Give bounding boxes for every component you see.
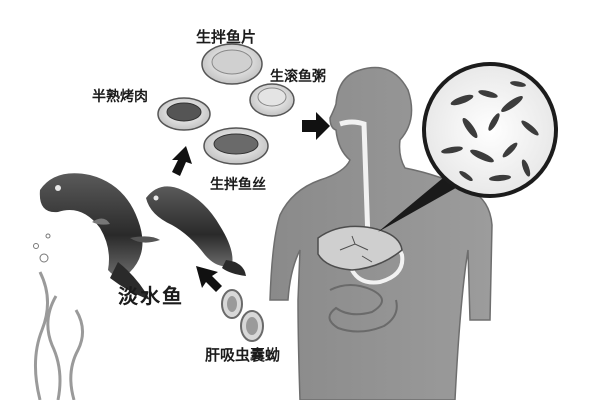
dish-raw-fish-slices-food xyxy=(211,49,253,75)
fish-eye xyxy=(153,195,159,201)
water-plant xyxy=(33,271,49,400)
arrows xyxy=(172,112,330,292)
fluke-worm xyxy=(441,146,463,154)
fish-tail xyxy=(110,262,150,300)
fluke-worm xyxy=(521,120,539,136)
water-plant xyxy=(69,309,84,400)
label-raw-fish-shreds: 生拌鱼丝 xyxy=(210,177,266,193)
label-freshwater-fish: 淡水鱼 xyxy=(118,284,184,308)
fish-tail xyxy=(222,260,246,276)
fish-fin xyxy=(130,236,160,243)
cyst xyxy=(246,317,258,335)
intestines xyxy=(328,284,398,333)
label-raw-fish-porridge: 生滚鱼粥 xyxy=(270,69,326,85)
bubble xyxy=(33,243,39,249)
fluke-worm xyxy=(488,113,500,131)
label-half-cooked-grilled-meat: 半熟烤肉 xyxy=(92,89,148,105)
snakehead-fish-center xyxy=(130,186,246,276)
arrow-fish-to-dishes xyxy=(172,146,192,176)
dish-grilled-meat-food xyxy=(166,102,202,122)
liver-fluke-worms xyxy=(441,81,539,182)
fluke-worm xyxy=(450,94,474,106)
arrow-to-mouth xyxy=(302,112,330,140)
bubble xyxy=(45,233,51,239)
fish-eye xyxy=(55,185,61,191)
bubble xyxy=(39,253,49,263)
fluke-worm xyxy=(478,90,498,98)
fluke-worm xyxy=(501,96,523,112)
snakehead-fish-left xyxy=(39,173,150,300)
fish-body xyxy=(146,186,233,267)
bubbles xyxy=(33,233,51,263)
dish-shreds-food xyxy=(213,133,259,155)
cysts xyxy=(221,289,264,342)
fluke-worm xyxy=(489,174,511,182)
liver xyxy=(317,225,403,271)
fish-fin xyxy=(92,218,110,225)
bile-ducts xyxy=(339,235,373,263)
water-plants xyxy=(33,271,84,400)
magnifier-pointer xyxy=(378,168,470,232)
fluke-worm xyxy=(470,149,494,163)
cyst xyxy=(227,296,237,312)
fish-body xyxy=(39,173,143,277)
fluke-worm xyxy=(510,81,526,87)
arrow-cyst-to-fish xyxy=(196,266,222,292)
water-plant xyxy=(46,295,62,400)
dishes xyxy=(157,43,295,165)
fluke-worm xyxy=(459,170,473,182)
dish-porridge-food xyxy=(257,87,287,107)
label-liver-fluke-cysts: 肝吸虫囊蚴 xyxy=(205,346,281,364)
label-raw-fish-slices: 生拌鱼片 xyxy=(196,28,257,46)
magnifier-lens xyxy=(422,62,558,198)
fluke-worm xyxy=(462,117,478,139)
human-body xyxy=(269,66,493,400)
fluke-worm xyxy=(502,142,518,158)
esophagus xyxy=(339,119,371,241)
fluke-worm xyxy=(521,159,531,177)
